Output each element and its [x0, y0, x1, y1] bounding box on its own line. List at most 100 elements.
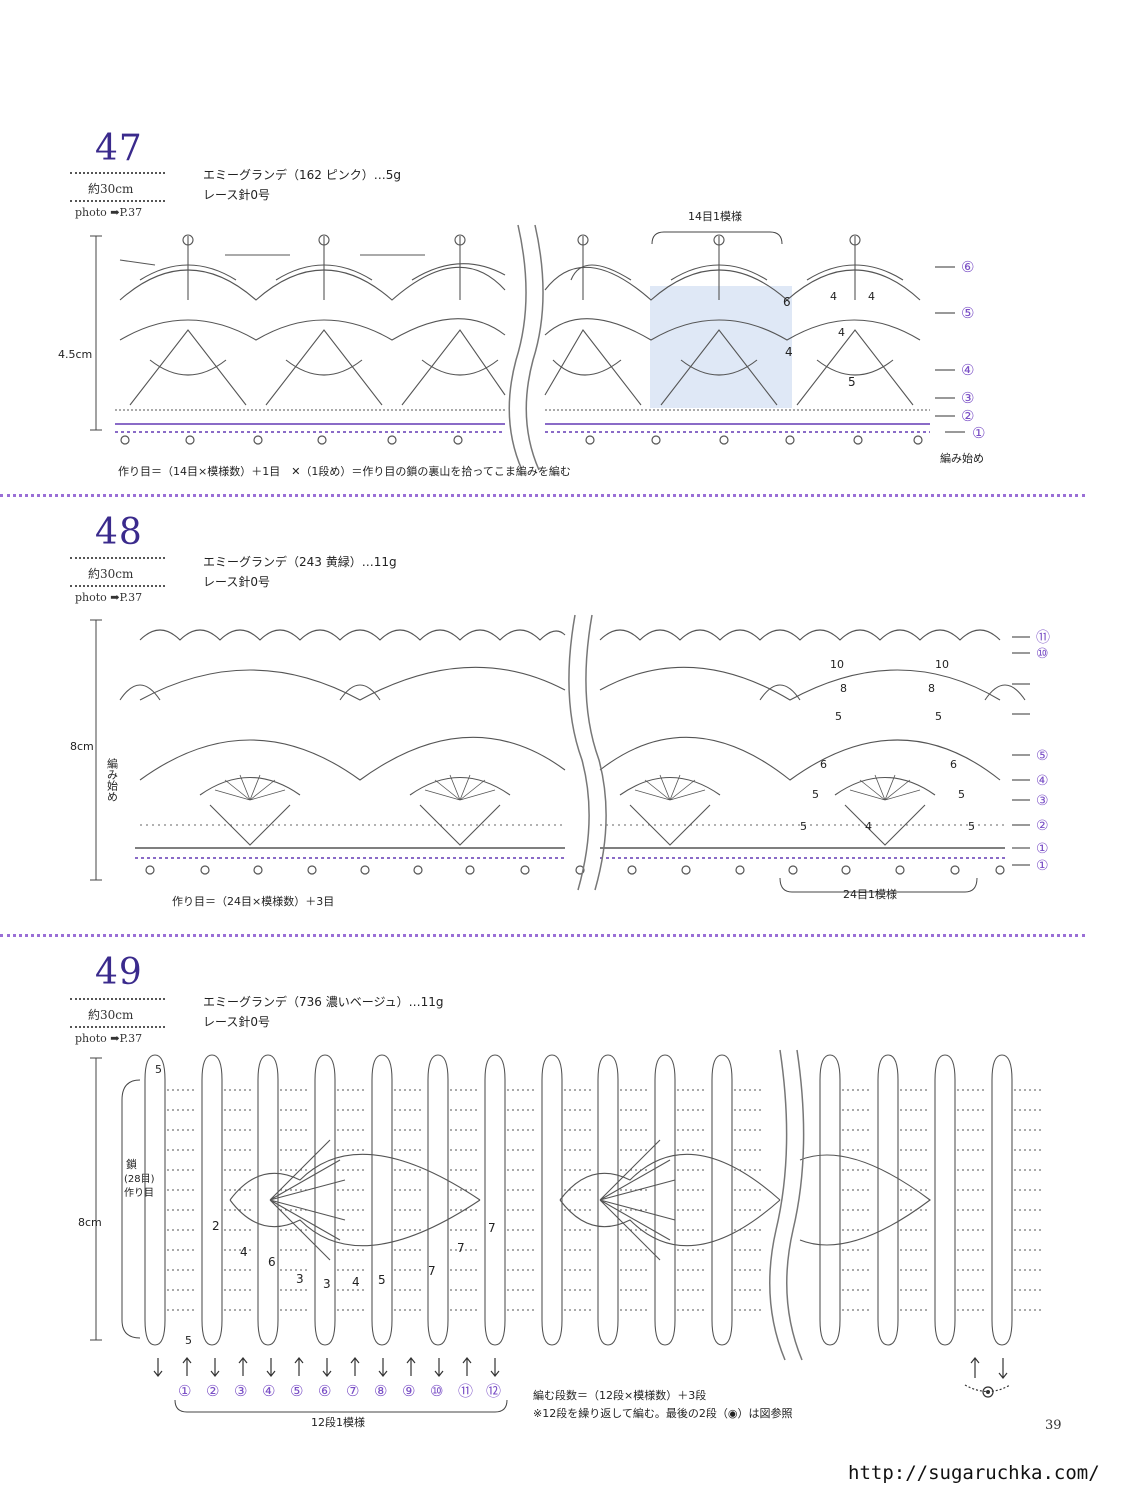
row-marker: ⑥ [961, 258, 974, 276]
row-marker: ⑪ [458, 1382, 473, 1400]
stitch-column [597, 1054, 619, 1346]
row-marker: ③ [1036, 793, 1049, 809]
row-number: 7 [428, 1264, 436, 1278]
row-marker: ⑩ [430, 1382, 443, 1400]
row-marker: ⑥ [318, 1382, 331, 1400]
row-number: 5 [835, 710, 842, 723]
row-marker: ① [1036, 858, 1049, 874]
source-url: http://sugaruchka.com/ [848, 1462, 1100, 1484]
pattern-number: 49 [95, 952, 143, 993]
row-number: 4 [838, 326, 845, 339]
row-number: 5 [958, 788, 965, 801]
crochet-chart-49: 8cm 鎖 (28目) 作り目 5 2 4 6 3 3 4 5 7 7 7 5 [78, 1049, 1042, 1429]
row-marker: ④ [262, 1382, 275, 1400]
row-number: 4 [240, 1245, 248, 1259]
row-number: 5 [848, 375, 856, 389]
arrow-head [490, 1370, 500, 1377]
divider [70, 172, 165, 174]
row-number: 3 [323, 1277, 331, 1291]
divider [70, 998, 165, 1000]
hook-text: レース針0号 [203, 188, 271, 202]
arrow-head [406, 1357, 416, 1364]
row-number: 6 [268, 1255, 276, 1269]
row-number: 5 [378, 1273, 386, 1287]
row-marker: ⑤ [1036, 748, 1049, 764]
stitch-column [819, 1054, 841, 1346]
arrow-head [350, 1357, 360, 1364]
row-marker: ⑤ [290, 1382, 303, 1400]
formula-text: 作り目＝（14目×模様数）＋1目 ✕（1段め）＝作り目の鎖の裏山を拾ってこま編み… [118, 465, 571, 478]
row-number: 7 [457, 1241, 465, 1255]
material-text: エミーグランデ（736 濃いベージュ）…11g [203, 995, 444, 1009]
row-number: 5 [800, 820, 807, 833]
pattern-48: 48 約30cm photo ➡P.37 エミーグランデ（243 黄緑）…11g… [70, 512, 1050, 908]
row-marker: ⑧ [374, 1382, 387, 1400]
stitch-column [484, 1054, 506, 1346]
chain-label: 作り目 [124, 1187, 154, 1199]
repeat-label: 12段1模様 [311, 1415, 365, 1429]
divider [70, 1026, 165, 1028]
stitch-column [934, 1054, 956, 1346]
stitch-column [314, 1054, 336, 1346]
stitch-column [711, 1054, 733, 1346]
row-marker: ① [972, 424, 985, 442]
material-text: エミーグランデ（243 黄緑）…11g [203, 555, 397, 569]
row-number: 4 [830, 290, 837, 303]
repeat-label: 14目1模様 [688, 209, 742, 223]
arrow-head [182, 1357, 192, 1364]
row-marker: ① [178, 1382, 191, 1400]
divider [70, 585, 165, 587]
pattern-49: 49 約30cm photo ➡P.37 エミーグランデ（736 濃いベージュ）… [70, 952, 1042, 1429]
row-number: 7 [488, 1221, 496, 1235]
row-marker: ③ [961, 389, 974, 407]
pattern-number: 48 [95, 512, 143, 553]
width-label: 約30cm [88, 567, 134, 581]
row-number: 8 [928, 682, 935, 695]
arrow-head [322, 1370, 332, 1377]
chain-label: (28目) [124, 1174, 155, 1185]
row-number: 6 [950, 758, 957, 771]
row-marker: ⑪ [1036, 630, 1050, 646]
row-number: 5 [968, 820, 975, 833]
row-number: 3 [296, 1272, 304, 1286]
stitch-column [541, 1054, 563, 1346]
photo-ref: photo ➡P.37 [75, 1032, 143, 1045]
stitch-column [654, 1054, 676, 1346]
arrow-head [294, 1357, 304, 1364]
row-number: 10 [830, 658, 844, 671]
width-label: 約30cm [88, 182, 134, 196]
row-marker: ② [206, 1382, 219, 1400]
repeat-highlight [650, 286, 792, 408]
row-number: 10 [935, 658, 949, 671]
arrow-head [462, 1357, 472, 1364]
note-text: ※12段を繰り返して編む。最後の2段（◉）は図参照 [533, 1407, 793, 1420]
start-label: 編み始め [940, 451, 984, 465]
arrow-head [434, 1370, 444, 1377]
row-marker: ① [1036, 841, 1049, 857]
row-number: 6 [783, 295, 791, 309]
stitch-column [991, 1054, 1013, 1346]
row-number: 4 [785, 345, 793, 359]
crochet-chart-48: 8cm 編み始め [70, 614, 1050, 901]
chain-label: 鎖 [126, 1157, 137, 1171]
row-number: 4 [868, 290, 875, 303]
height-label: 4.5cm [58, 348, 92, 361]
row-marker: ⑩ [1036, 646, 1049, 662]
row-number: 5 [812, 788, 819, 801]
formula-text: 作り目＝（24目×模様数）＋3目 [172, 895, 335, 908]
row-marker: ⑤ [961, 304, 974, 322]
row-marker: ⑫ [486, 1382, 501, 1400]
section-divider [0, 934, 1085, 937]
row-marker: ⑦ [346, 1382, 359, 1400]
row-marker: ⑨ [402, 1382, 415, 1400]
height-label: 8cm [70, 740, 94, 753]
row-number: 5 [155, 1063, 162, 1076]
row-marker: ③ [234, 1382, 247, 1400]
row-number: 2 [212, 1219, 220, 1233]
divider [70, 200, 165, 202]
photo-ref: photo ➡P.37 [75, 591, 143, 604]
row-marker: ④ [961, 361, 974, 379]
arrow-head [210, 1370, 220, 1377]
row-number: 8 [840, 682, 847, 695]
page-number: 39 [1045, 1418, 1062, 1433]
